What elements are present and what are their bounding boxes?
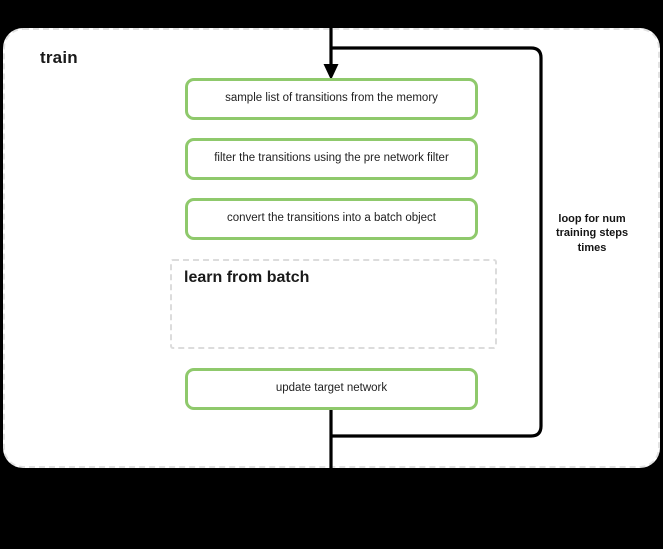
learn-from-batch-title: learn from batch [184, 269, 310, 286]
step-label: convert the transitions into a batch obj… [226, 212, 437, 225]
page-title: train [40, 48, 78, 67]
step-box-convert-transitions[interactable]: convert the transitions into a batch obj… [185, 198, 478, 240]
step-label: update target network [275, 382, 388, 395]
step-label: sample list of transitions from the memo… [225, 92, 438, 105]
step-label: filter the transitions using the pre net… [214, 152, 449, 165]
learn-from-batch-block: learn from batch [170, 259, 497, 349]
loop-annotation-label: loop for num training steps times [555, 213, 629, 254]
step-box-update-target-network[interactable]: update target network [185, 368, 478, 410]
step-box-sample-transitions[interactable]: sample list of transitions from the memo… [185, 78, 478, 120]
step-box-filter-transitions[interactable]: filter the transitions using the pre net… [185, 138, 478, 180]
